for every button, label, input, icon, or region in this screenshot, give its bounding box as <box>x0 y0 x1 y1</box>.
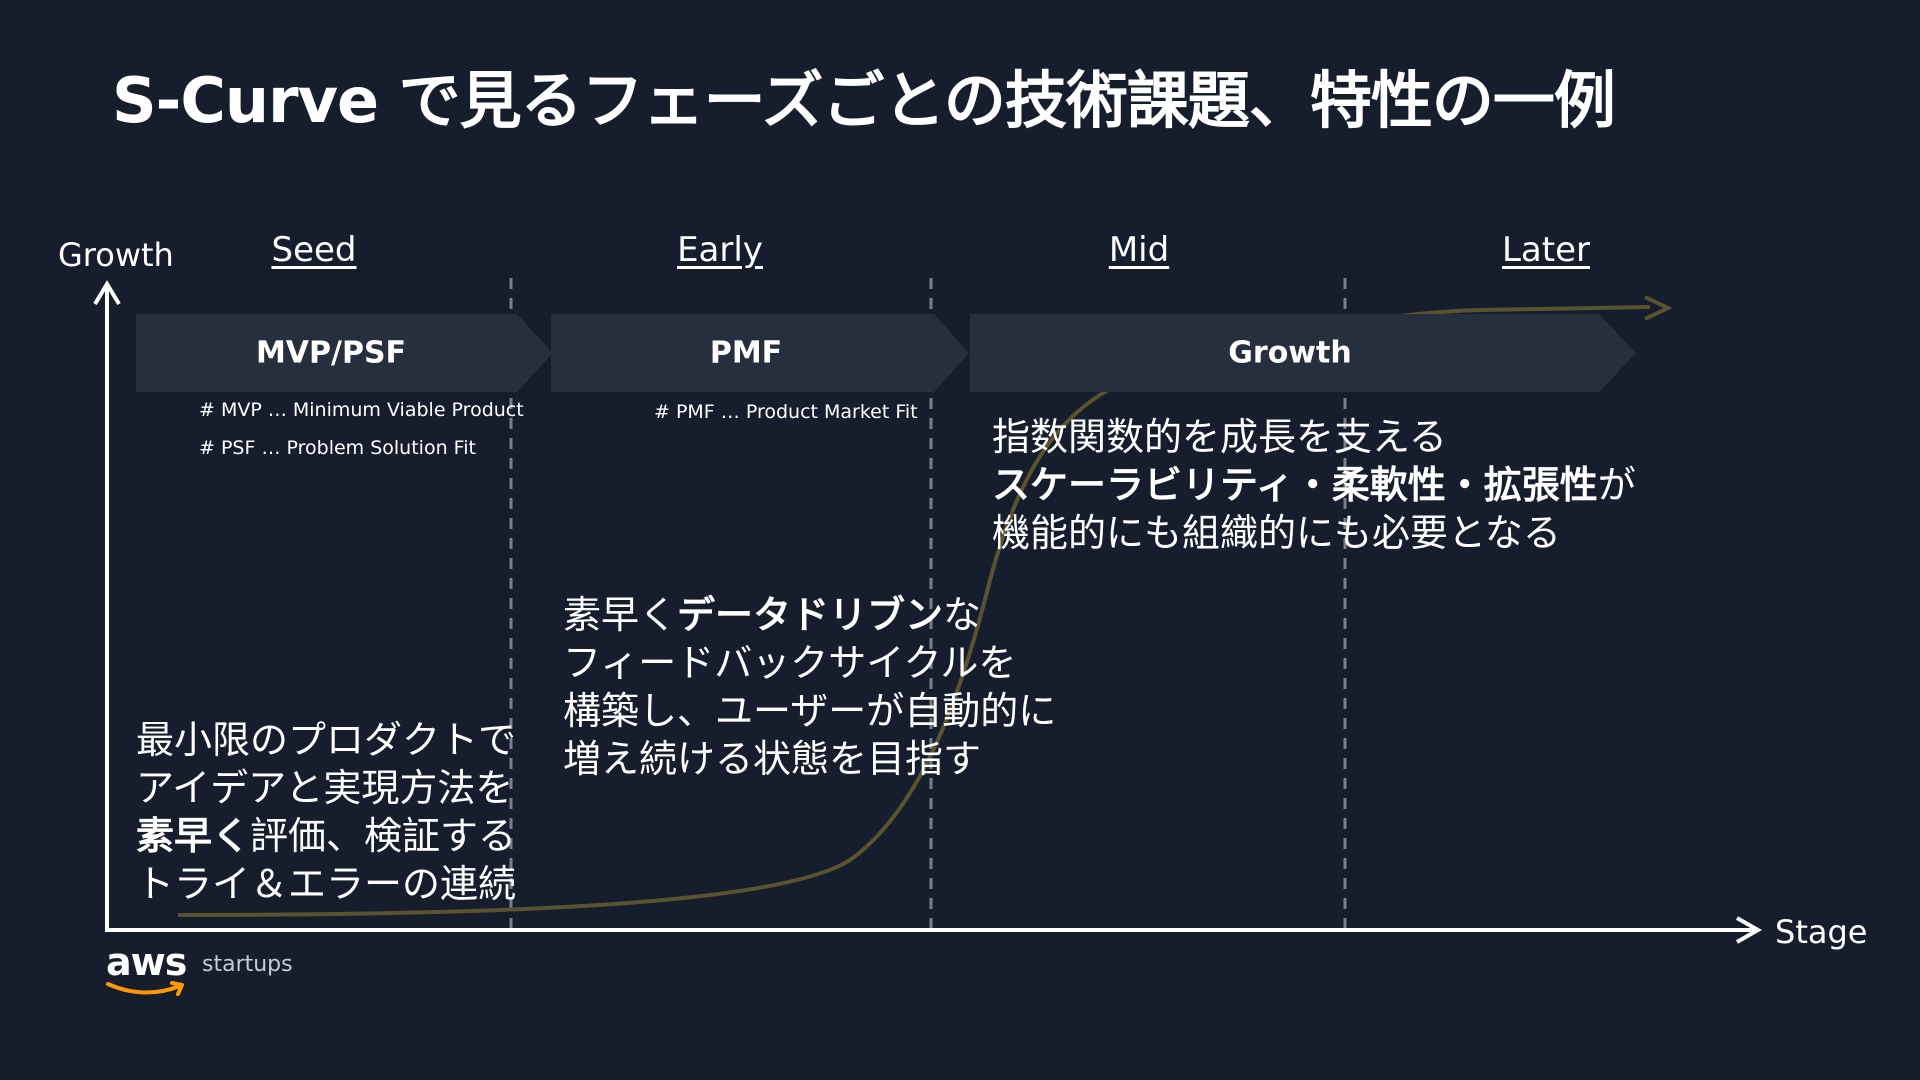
description-early-line2: フィードバックサイクルを <box>563 641 1017 685</box>
description-seed-line1: 最小限のプロダクトで <box>136 718 517 762</box>
phase-label-early: Early <box>677 230 763 270</box>
description-seed-line3: 素早く評価、検証する <box>136 812 516 860</box>
aws-startups-label: startups <box>202 952 293 977</box>
aws-smile-icon <box>106 981 184 996</box>
aws-logo-text: aws <box>106 940 187 984</box>
description-mid-line2: スケーラビリティ・柔軟性・拡張性が <box>992 461 1636 509</box>
description-mid-line1: 指数関数的を成長を支える <box>992 415 1447 459</box>
description-early-emphasis: データドリブン <box>677 593 944 637</box>
phase-label-seed: Seed <box>271 230 357 270</box>
description-early: 素早くデータドリブンな フィードバックサイクルを 構築し、ユーザーが自動的に 増… <box>563 591 1056 783</box>
description-early-line4: 増え続ける状態を目指す <box>563 737 982 781</box>
description-early-line1-post: な <box>943 593 982 637</box>
description-seed-line4: トライ＆エラーの連続 <box>136 862 517 906</box>
stage-label-pmf: PMF <box>709 335 783 371</box>
page-title: S-Curve で見るフェーズごとの技術課題、特性の一例 <box>112 64 1616 137</box>
note-pmf: # PMF … Product Market Fit <box>654 401 918 423</box>
description-mid: 指数関数的を成長を支える スケーラビリティ・柔軟性・拡張性が 機能的にも組織的に… <box>992 413 1636 557</box>
x-axis-arrowhead <box>1736 916 1763 944</box>
description-mid-line3: 機能的にも組織的にも必要となる <box>992 511 1561 555</box>
s-curve-arrowhead <box>1644 295 1673 321</box>
description-early-line1: 素早くデータドリブンな <box>563 591 1056 639</box>
stage-label-growth: Growth <box>1228 335 1352 371</box>
description-early-line1-pre: 素早く <box>563 593 678 637</box>
phase-label-mid: Mid <box>1108 230 1170 270</box>
description-seed-line2: アイデアと実現方法を <box>136 766 514 810</box>
x-axis-label: Stage <box>1775 913 1868 951</box>
aws-logo: aws <box>106 940 187 996</box>
chevron-growth <box>970 314 1636 392</box>
chevron-mvp-psf <box>136 314 553 392</box>
description-early-line3: 構築し、ユーザーが自動的に <box>563 689 1057 733</box>
y-axis-arrowhead <box>93 280 121 306</box>
description-mid-line2-post: が <box>1597 463 1636 507</box>
phase-label-later: Later <box>1501 230 1591 270</box>
y-axis-label: Growth <box>58 236 174 274</box>
description-seed: 最小限のプロダクトで アイデアと実現方法を 素早く評価、検証する トライ＆エラー… <box>136 716 516 908</box>
note-mvp: # MVP … Minimum Viable Product <box>199 399 524 421</box>
stage-label-mvp-psf: MVP/PSF <box>255 335 407 371</box>
note-psf: # PSF … Problem Solution Fit <box>199 437 476 459</box>
description-seed-line3-rest: 評価、検証する <box>250 814 517 858</box>
description-mid-emphasis: スケーラビリティ・柔軟性・拡張性 <box>992 463 1598 507</box>
chevron-pmf <box>551 314 969 392</box>
description-seed-emphasis: 素早く <box>136 814 251 858</box>
